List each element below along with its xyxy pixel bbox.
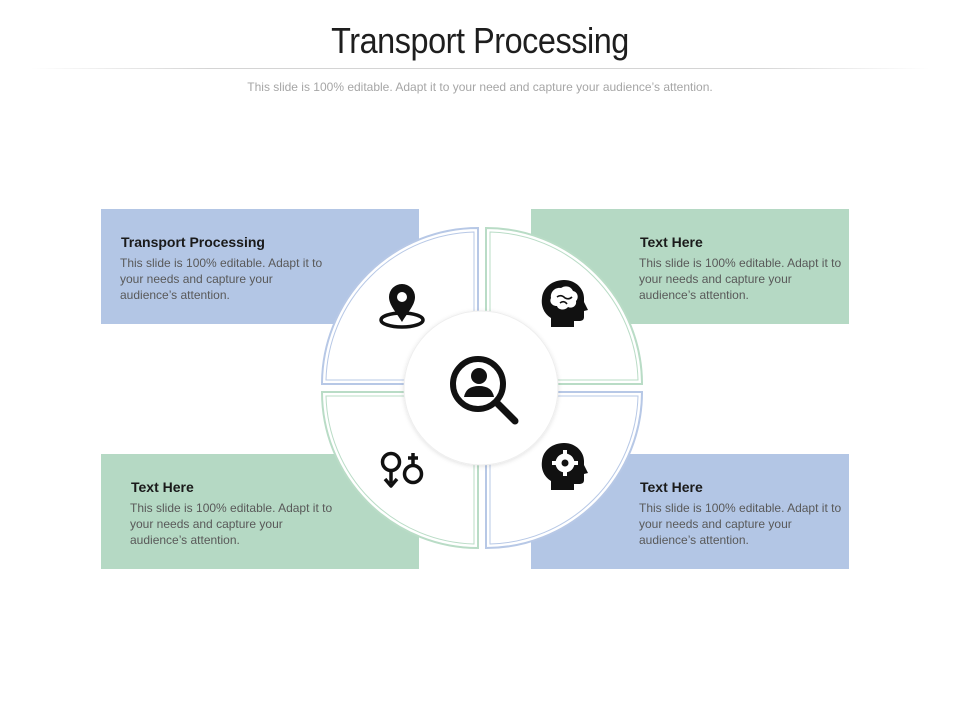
box-heading: Text Here — [640, 479, 703, 495]
box-description: This slide is 100% editable. Adapt it to… — [120, 256, 323, 302]
title-divider — [30, 68, 930, 69]
box-description: This slide is 100% editable. Adapt it to… — [639, 501, 842, 547]
gender-symbols-icon — [380, 451, 424, 488]
brain-head-icon — [541, 280, 588, 327]
user-search-icon — [450, 356, 519, 425]
gear-head-icon — [541, 443, 588, 490]
page-subtitle: This slide is 100% editable. Adapt it to… — [247, 80, 713, 94]
box-heading: Text Here — [131, 479, 194, 495]
box-top-left: Transport Processing This slide is 100% … — [101, 209, 419, 324]
box-heading: Text Here — [640, 234, 703, 250]
box-heading: Transport Processing — [121, 234, 265, 250]
box-description: This slide is 100% editable. Adapt it to… — [130, 501, 333, 547]
page-title: Transport Processing — [331, 20, 629, 61]
location-pin-icon — [379, 284, 425, 329]
box-description: This slide is 100% editable. Adapt it to… — [639, 256, 842, 302]
